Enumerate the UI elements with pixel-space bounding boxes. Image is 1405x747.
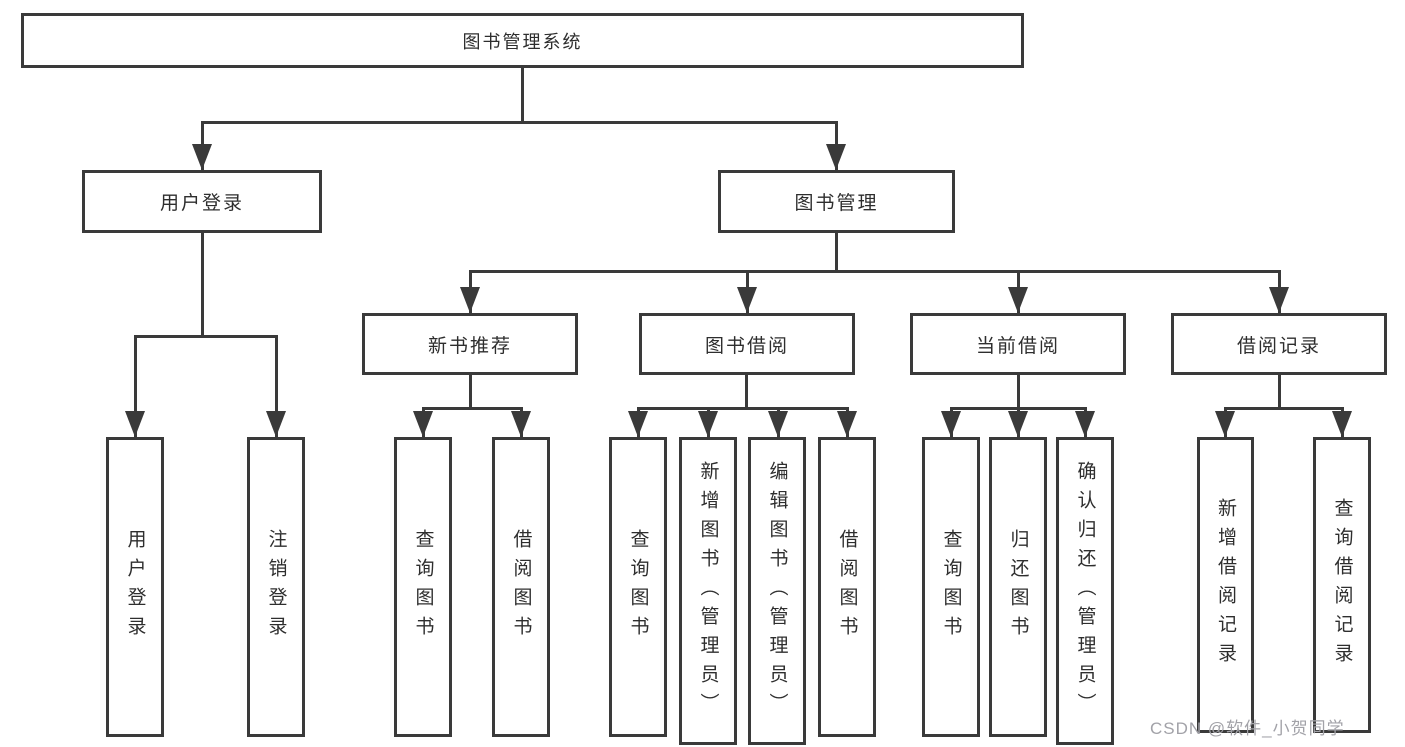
leaf-label: 归还图书	[1007, 529, 1029, 645]
arrowhead	[266, 411, 286, 437]
arrowhead	[737, 287, 757, 313]
arrowhead	[1332, 411, 1352, 437]
arrowhead	[511, 411, 531, 437]
arrowhead	[1215, 411, 1235, 437]
node-label: 借阅记录	[1236, 335, 1321, 357]
node-label: 图书借阅	[704, 335, 789, 357]
node-label: 图书管理系统	[462, 31, 583, 52]
connector	[469, 270, 1281, 273]
arrowhead	[698, 411, 718, 437]
connector	[469, 373, 472, 409]
leaf-label: 借阅图书	[510, 529, 532, 645]
connector	[637, 407, 849, 410]
arrowhead	[837, 411, 857, 437]
node-book-management: 图书管理	[718, 170, 955, 233]
connector	[1278, 373, 1281, 409]
node-label: 新书推荐	[427, 335, 512, 357]
leaf-user-login: 用户登录	[106, 437, 164, 737]
arrowhead	[125, 411, 145, 437]
watermark: CSDN @软件_小贺同学	[1150, 719, 1345, 738]
arrowhead	[768, 411, 788, 437]
node-label: 图书管理	[794, 193, 879, 214]
leaf-label: 查询图书	[940, 529, 962, 645]
connector	[134, 336, 137, 437]
node-label: 用户登录	[159, 193, 244, 214]
leaf-label: 用户登录	[124, 529, 146, 645]
arrowhead	[1008, 287, 1028, 313]
leaf-edit-book-admin: 编辑图书（管理员）	[748, 437, 806, 745]
leaf-label: 新增图书（管理员）	[697, 460, 719, 722]
connector	[835, 231, 838, 272]
arrowhead	[1075, 411, 1095, 437]
leaf-label: 新增借阅记录	[1215, 498, 1236, 672]
leaf-logout: 注销登录	[247, 437, 305, 737]
connector	[1017, 373, 1020, 409]
node-borrow-records: 借阅记录	[1171, 313, 1387, 375]
leaf-label: 注销登录	[265, 529, 287, 645]
leaf-confirm-return-admin: 确认归还（管理员）	[1056, 437, 1114, 745]
connector	[134, 335, 278, 338]
leaf-borrow-books-borrow: 借阅图书	[818, 437, 876, 737]
arrowhead	[1269, 287, 1289, 313]
leaf-query-books-recommend: 查询图书	[394, 437, 452, 737]
connector	[1224, 407, 1344, 410]
node-book-borrow: 图书借阅	[639, 313, 855, 375]
arrowhead	[413, 411, 433, 437]
node-current-borrow: 当前借阅	[910, 313, 1126, 375]
leaf-query-borrow-record: 查询借阅记录	[1313, 437, 1371, 733]
arrowhead	[1008, 411, 1028, 437]
connector	[275, 336, 278, 437]
node-user-login: 用户登录	[82, 170, 322, 233]
arrowhead	[192, 144, 212, 170]
leaf-label: 确认归还（管理员）	[1074, 460, 1096, 722]
leaf-label: 借阅图书	[836, 529, 858, 645]
arrowhead	[460, 287, 480, 313]
leaf-add-book-admin: 新增图书（管理员）	[679, 437, 737, 745]
leaf-label: 查询借阅记录	[1331, 498, 1353, 672]
arrowhead	[941, 411, 961, 437]
leaf-add-borrow-record: 新增借阅记录	[1197, 437, 1254, 733]
leaf-query-books-current: 查询图书	[922, 437, 980, 737]
arrowhead	[826, 144, 846, 170]
connector	[201, 121, 838, 124]
leaf-query-books-borrow: 查询图书	[609, 437, 667, 737]
connector	[745, 373, 748, 409]
node-library-system: 图书管理系统	[21, 13, 1024, 68]
arrowhead	[628, 411, 648, 437]
connector	[521, 68, 524, 123]
leaf-label: 编辑图书（管理员）	[766, 460, 788, 722]
leaf-borrow-books-recommend: 借阅图书	[492, 437, 550, 737]
connector	[422, 407, 523, 410]
node-label: 当前借阅	[975, 335, 1060, 357]
connector	[201, 231, 204, 337]
leaf-label: 查询图书	[412, 529, 434, 645]
leaf-label: 查询图书	[627, 529, 649, 645]
node-new-book-recommend: 新书推荐	[362, 313, 578, 375]
leaf-return-book: 归还图书	[989, 437, 1047, 737]
